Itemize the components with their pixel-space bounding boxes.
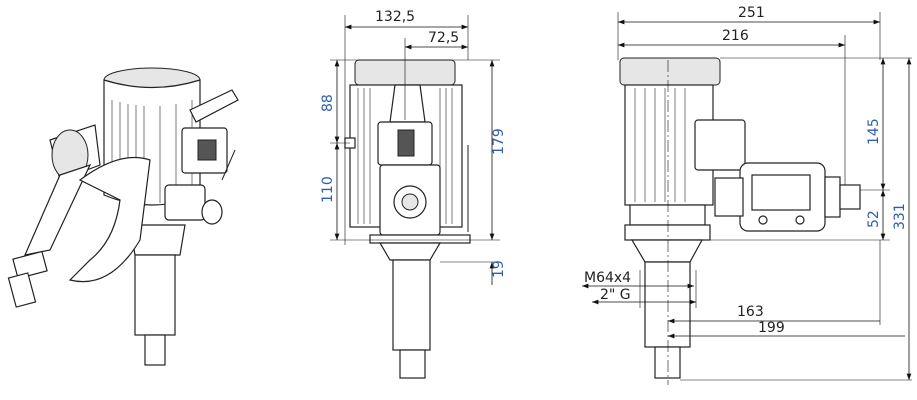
dim-216: 216 (722, 28, 749, 44)
isometric-pump-view (7, 67, 239, 366)
dim-179: 179 (491, 128, 507, 155)
dim-110: 110 (320, 176, 336, 203)
dim-19: 19 (491, 260, 507, 278)
side-view: 251 216 145 52 331 M64x4 2" G 163 199 (582, 5, 912, 385)
dim-132-5: 132,5 (375, 9, 415, 25)
dim-331: 331 (892, 203, 908, 230)
front-view: 132,5 72,5 88 110 179 19 (320, 9, 507, 379)
dim-163: 163 (737, 304, 764, 320)
dim-thread-m64x4: M64x4 (584, 270, 631, 286)
dim-145: 145 (866, 118, 882, 145)
side-dimension-lines (582, 12, 912, 381)
dim-72-5: 72,5 (428, 30, 459, 46)
dim-88: 88 (320, 94, 336, 112)
dim-52: 52 (866, 210, 882, 228)
dim-connection-2g: 2" G (600, 287, 631, 303)
dim-251: 251 (738, 5, 765, 21)
dim-199: 199 (758, 320, 785, 336)
front-dimension-lines (330, 15, 500, 285)
